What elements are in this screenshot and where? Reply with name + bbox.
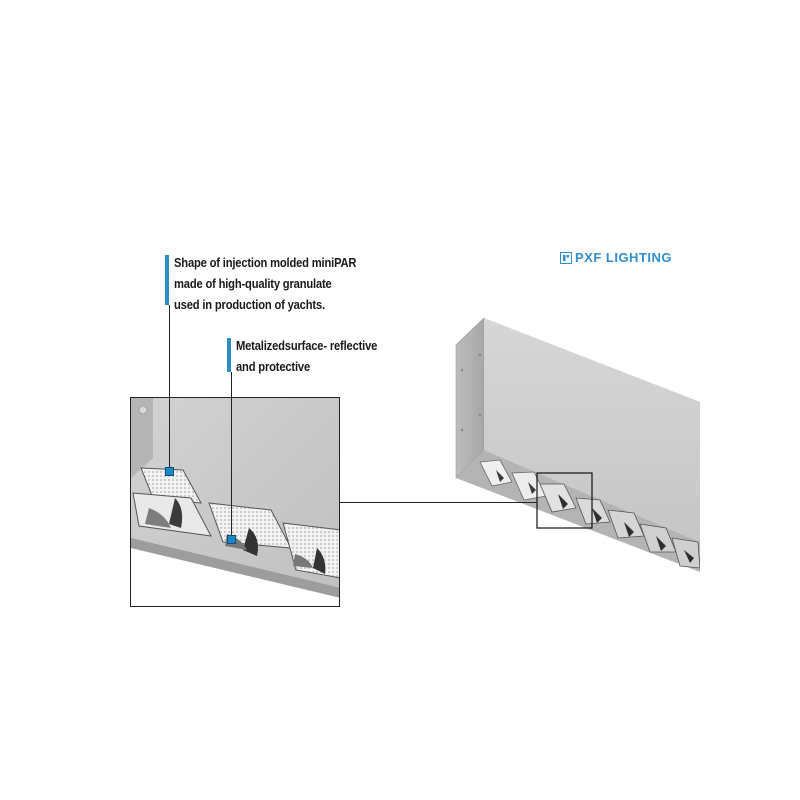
callout-1-accent-bar: [165, 255, 169, 305]
logo-text: PXF LIGHTING: [575, 250, 672, 265]
callout-1-line-2: made of high-quality granulate: [174, 276, 332, 291]
detail-inset-illustration: [131, 398, 339, 606]
callout-2-marker: [227, 535, 236, 544]
pxf-logo-icon: [560, 251, 572, 264]
callout-2-line-2: and protective: [236, 359, 311, 374]
detail-inset: [130, 397, 340, 607]
callout-2-text: Metalizedsurface- reflective and protect…: [236, 335, 377, 377]
callout-1-leader-line: [169, 305, 170, 470]
callout-1-marker: [165, 467, 174, 476]
optic-cells-row: [479, 459, 700, 569]
callout-2-line-1: Metalizedsurface- reflective: [236, 338, 378, 353]
callout-2-leader-line: [231, 372, 232, 539]
callout-2-accent-bar: [227, 338, 231, 372]
detail-selection-box: [536, 472, 593, 529]
pxf-lighting-logo: PXF LIGHTING: [560, 250, 672, 265]
inset-connector-line: [340, 502, 537, 503]
callout-1-line-1: Shape of injection molded miniPAR: [174, 255, 357, 270]
callout-1-line-3: used in production of yachts.: [174, 297, 325, 312]
callout-1-text: Shape of injection molded miniPAR made o…: [174, 252, 357, 315]
luminaire-illustration: [455, 317, 700, 572]
